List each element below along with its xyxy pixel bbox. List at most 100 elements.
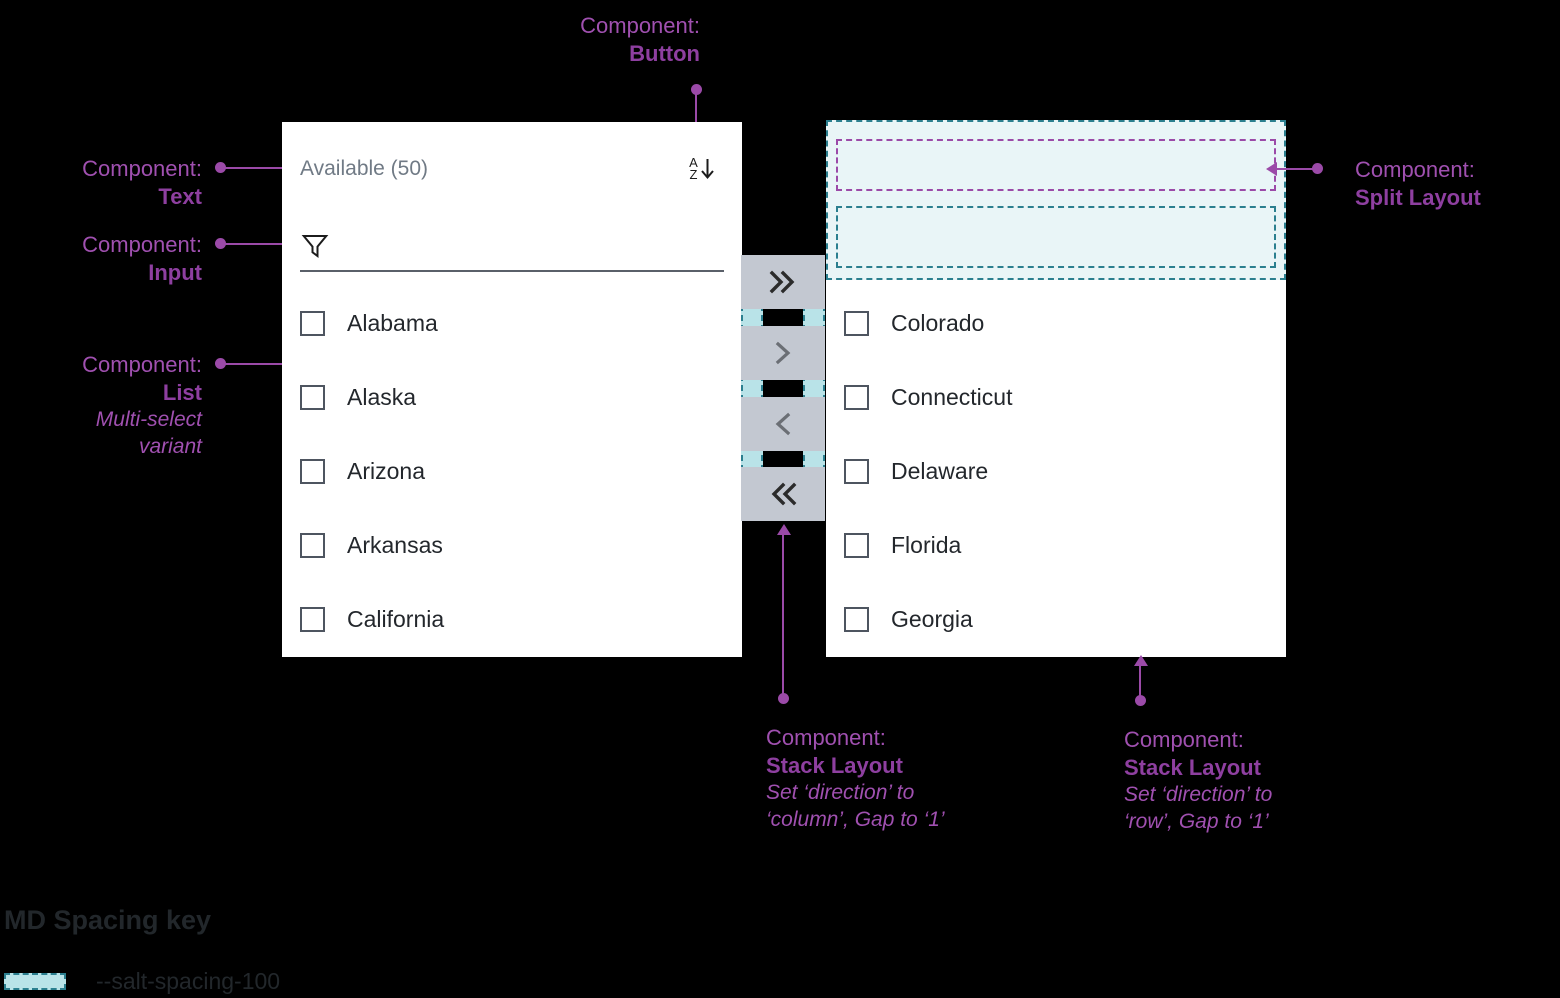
annotation-input-name: Input	[148, 260, 202, 286]
annotation-list-name: List	[162, 380, 202, 406]
spacing-key-swatch	[4, 973, 66, 990]
annotation-list-note-1: Multi-select	[95, 408, 202, 432]
checkbox-icon[interactable]	[300, 384, 325, 410]
spacing-key-token: --salt-spacing-100	[96, 968, 281, 994]
down-arrow-icon	[701, 159, 714, 180]
annotation-input-leader	[224, 243, 292, 245]
annotation-stack-row-label: Component:	[1124, 727, 1244, 752]
available-filter-input[interactable]	[300, 218, 724, 274]
checkbox-icon[interactable]	[300, 310, 325, 336]
move-all-right-button[interactable]	[741, 255, 825, 309]
move-left-button[interactable]	[741, 397, 825, 451]
annotation-stack-row-dot	[1135, 695, 1146, 706]
annotation-stack-row-leader	[1139, 665, 1141, 697]
list-item-label: Colorado	[891, 309, 985, 336]
list-item-label: Alabama	[347, 309, 438, 336]
annotation-button: Component: Button	[470, 12, 700, 68]
list-item-label: Arkansas	[347, 531, 443, 558]
annotation-split-layout-label: Component:	[1355, 157, 1475, 182]
annotation-stack-row-note-2: ‘row’, Gap to ‘1’	[1124, 810, 1269, 834]
annotation-stack-row-note-1: Set ‘direction’ to	[1124, 783, 1273, 807]
annotation-stack-row-name: Stack Layout	[1124, 755, 1261, 781]
split-layout-spacing-guide	[826, 120, 1286, 280]
transfer-button-stack	[741, 255, 825, 521]
annotation-button-leader	[695, 90, 697, 132]
annotation-stack-column-leader	[782, 534, 784, 696]
chevron-right-icon	[775, 341, 791, 365]
list-item[interactable]: Colorado	[844, 286, 1268, 360]
annotation-text-label: Component:	[82, 156, 202, 181]
list-item-label: California	[347, 605, 445, 632]
spacing-key: MD Spacing key --salt-spacing-100	[0, 905, 560, 998]
list-item[interactable]: Alabama	[300, 286, 724, 360]
annotation-input: Component: Input	[20, 231, 202, 287]
filter-icon	[301, 235, 329, 258]
move-right-button[interactable]	[741, 326, 825, 380]
spacing-key-title: MD Spacing key	[4, 905, 212, 935]
double-chevron-left-icon	[771, 482, 797, 506]
checkbox-icon[interactable]	[844, 606, 869, 632]
annotation-stack-column: Component: Stack Layout Set ‘direction’ …	[766, 724, 1066, 834]
annotation-split-layout-leader	[1273, 168, 1315, 170]
sort-az-letters: A Z	[689, 155, 698, 182]
available-panel: Available (50) A Z	[282, 122, 742, 657]
sort-az-glyph: A Z	[689, 155, 715, 182]
sort-letter-bottom: Z	[689, 167, 698, 182]
list-item-label: Connecticut	[891, 383, 1013, 410]
annotation-button-dot	[691, 84, 702, 95]
sort-letter-top: A	[689, 155, 698, 171]
list-item-label: Alaska	[347, 383, 417, 410]
annotation-stack-column-arrowhead	[777, 524, 791, 535]
visible-list: Colorado Connecticut Delaware Florida Ge…	[844, 286, 1268, 656]
annotation-text-dot	[215, 162, 226, 173]
spacing-guide-right	[803, 255, 825, 521]
annotation-button-name: Button	[629, 41, 700, 67]
list-item-label: Arizona	[347, 457, 425, 484]
list-item[interactable]: Georgia	[844, 582, 1268, 656]
annotation-stack-column-note-2: ‘column’, Gap to ‘1’	[766, 808, 945, 832]
available-list: Alabama Alaska Arizona Arkansas Californ…	[300, 286, 724, 656]
annotation-text-name: Text	[158, 184, 202, 210]
annotation-input-label: Component:	[82, 232, 202, 257]
list-item[interactable]: Delaware	[844, 434, 1268, 508]
checkbox-icon[interactable]	[844, 532, 869, 558]
annotation-list-leader	[224, 363, 292, 365]
annotation-split-layout-dot	[1312, 163, 1323, 174]
list-item[interactable]: Connecticut	[844, 360, 1268, 434]
move-all-left-button[interactable]	[741, 467, 825, 521]
annotation-list-dot	[215, 358, 226, 369]
annotation-split-layout: Component: Split Layout	[1355, 156, 1560, 212]
list-item[interactable]: California	[300, 582, 724, 656]
list-item[interactable]: Arizona	[300, 434, 724, 508]
checkbox-icon[interactable]	[844, 384, 869, 410]
checkbox-icon[interactable]	[844, 458, 869, 484]
sort-az-descending-icon[interactable]: A Z	[682, 149, 722, 189]
checkbox-icon[interactable]	[300, 532, 325, 558]
annotation-split-layout-name: Split Layout	[1355, 185, 1481, 211]
available-panel-actions: A Z	[682, 149, 722, 189]
annotation-text: Component: Text	[20, 155, 202, 211]
annotation-stack-row-arrowhead	[1134, 655, 1148, 666]
list-item[interactable]: Arkansas	[300, 508, 724, 582]
annotation-list-note-2: variant	[138, 435, 202, 459]
list-item[interactable]: Alaska	[300, 360, 724, 434]
checkbox-icon[interactable]	[300, 458, 325, 484]
annotation-split-layout-arrowhead	[1266, 162, 1277, 176]
spacing-guide-left	[741, 255, 763, 521]
available-panel-title: Available (50)	[300, 157, 429, 180]
list-item[interactable]: Florida	[844, 508, 1268, 582]
checkbox-icon[interactable]	[300, 606, 325, 632]
split-layout-header-outline	[836, 139, 1276, 191]
checkbox-icon[interactable]	[844, 310, 869, 336]
spacing-key-row: --salt-spacing-100	[4, 968, 280, 995]
list-item-label: Delaware	[891, 457, 989, 484]
annotation-stack-row: Component: Stack Layout Set ‘direction’ …	[1124, 726, 1424, 836]
available-panel-header: Available (50) A Z	[282, 144, 742, 194]
annotation-stack-column-note-1: Set ‘direction’ to	[766, 781, 915, 805]
annotation-stack-column-dot	[778, 693, 789, 704]
filter-row-spacing-guide	[836, 206, 1276, 268]
annotation-stack-column-label: Component:	[766, 725, 886, 750]
annotation-input-dot	[215, 238, 226, 249]
list-item-label: Florida	[891, 531, 962, 558]
